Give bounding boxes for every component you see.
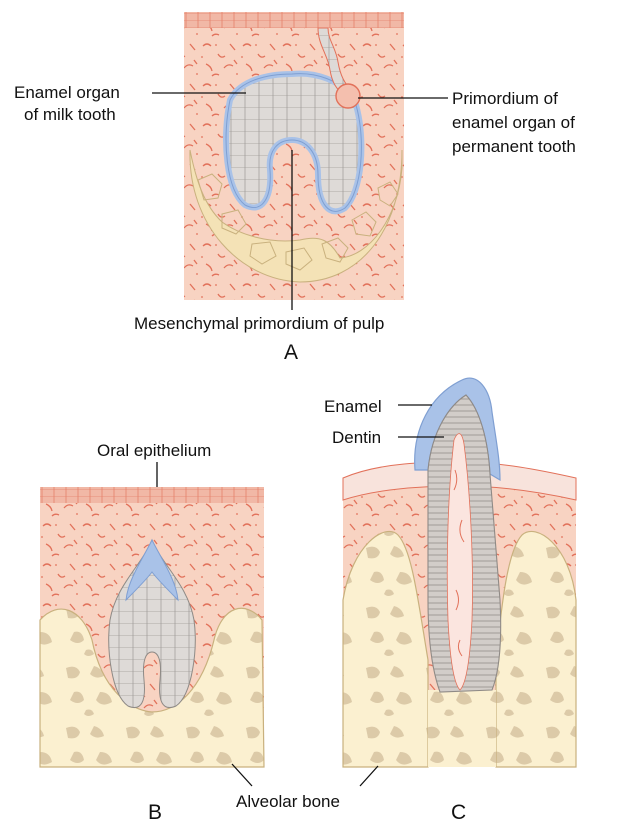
panel-b-illustration — [40, 462, 264, 786]
label-mesenchymal-pulp: Mesenchymal primordium of pulp — [134, 313, 384, 335]
label-primordium-line2: enamel organ of — [452, 112, 575, 134]
panel-c-leader-alveolar-bone — [360, 766, 378, 786]
panel-letter-c: C — [451, 801, 466, 825]
label-enamel: Enamel — [324, 396, 382, 418]
label-enamel-organ-line1: Enamel organ — [14, 82, 120, 104]
label-oral-epithelium: Oral epithelium — [97, 440, 211, 462]
panel-a-illustration — [152, 12, 448, 310]
panel-a-oral-epithelium — [184, 12, 404, 28]
panel-letter-b: B — [148, 801, 162, 825]
label-dentin: Dentin — [332, 427, 381, 449]
panel-a-permanent-primordium — [336, 84, 360, 108]
label-primordium-line1: Primordium of — [452, 88, 558, 110]
panel-b-oral-epithelium — [40, 487, 264, 503]
label-enamel-organ-line2: of milk tooth — [24, 104, 116, 126]
label-primordium-line3: permanent tooth — [452, 136, 576, 158]
label-alveolar-bone: Alveolar bone — [236, 791, 340, 813]
panel-letter-a: A — [284, 341, 298, 365]
